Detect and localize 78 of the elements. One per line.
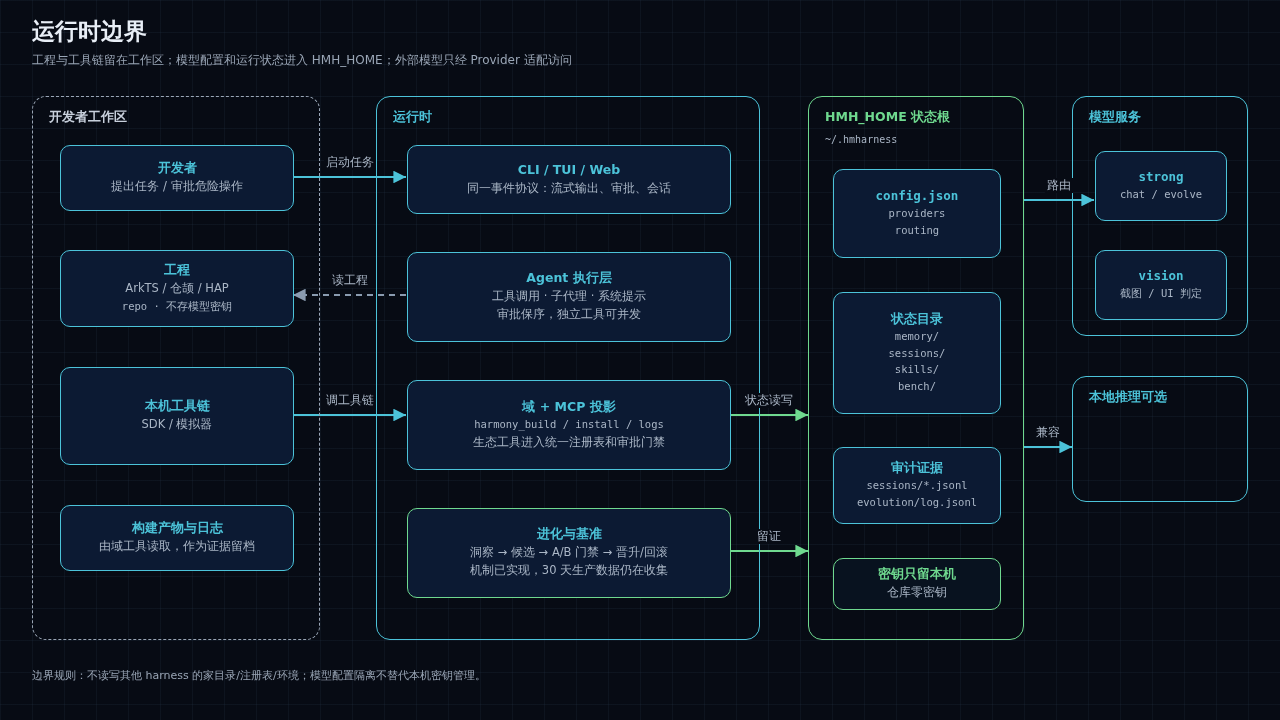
- node-description: skills/: [894, 362, 940, 378]
- process-box: [407, 145, 731, 214]
- node-description: 洞察 → 候选 → A/B 门禁 → 晋升/回滚: [470, 544, 668, 562]
- group-title: 开发者工作区: [49, 109, 127, 126]
- node-title: 开发者: [157, 160, 197, 178]
- edge-label: 兼容: [1034, 425, 1062, 440]
- process-box: [833, 169, 1001, 258]
- node-description: chat / evolve: [1119, 187, 1203, 203]
- arrow: [292, 170, 407, 184]
- diagram-title: 运行时边界: [32, 17, 147, 46]
- node-description: ArkTS / 仓颉 / HAP: [125, 280, 229, 298]
- node-description: 生态工具进入统一注册表和审批门禁: [473, 433, 665, 451]
- arrow: [729, 408, 809, 422]
- node-title: Agent 执行层: [526, 270, 612, 288]
- node-title: vision: [1138, 268, 1184, 286]
- group-title: 本地推理可选: [1089, 389, 1167, 406]
- arrow: [1023, 440, 1073, 454]
- group-title: 模型服务: [1089, 109, 1141, 126]
- node-title: 工程: [164, 262, 190, 280]
- group-title: HMH_HOME 状态根: [825, 109, 951, 126]
- node-title: strong: [1138, 169, 1184, 187]
- edge-label: 调工具链: [323, 393, 376, 408]
- node-description: 工具调用 · 子代理 · 系统提示: [492, 288, 646, 306]
- node-description: SDK / 模拟器: [141, 416, 213, 434]
- process-box: [60, 505, 294, 571]
- node-title: config.json: [875, 188, 959, 206]
- arrow: [292, 288, 407, 302]
- node-description: sessions/*.jsonl: [866, 478, 968, 494]
- edge-label: 状态读写: [743, 393, 795, 408]
- process-box: [833, 292, 1001, 414]
- node-description: evolution/log.jsonl: [856, 494, 978, 510]
- node-title: 状态目录: [891, 310, 943, 328]
- edge-label: 路由: [1045, 178, 1073, 193]
- node-description: 审批保序，独立工具可并发: [497, 306, 641, 324]
- node-title: 本机工具链: [144, 398, 210, 416]
- node-description: 截图 / UI 判定: [1120, 286, 1202, 302]
- group-panel: [1072, 376, 1248, 502]
- node-description: routing: [894, 222, 940, 238]
- node-description: 同一事件协议：流式输出、审批、会话: [467, 179, 671, 197]
- node-title: 域 + MCP 投影: [522, 398, 616, 416]
- process-box: [60, 145, 294, 211]
- process-box: [1095, 250, 1227, 320]
- node-description: 仓库零密钥: [887, 584, 947, 602]
- group-panel: [808, 96, 1024, 640]
- node-description: 机制已实现，30 天生产数据仍在收集: [469, 562, 669, 580]
- process-box: [60, 250, 294, 327]
- node-description: 提出任务 / 审批危险操作: [111, 178, 243, 196]
- process-box: [60, 367, 294, 465]
- edge-label: 启动任务: [323, 155, 376, 170]
- group-title: 运行时: [393, 109, 432, 126]
- node-description: memory/: [894, 328, 940, 344]
- process-box: [833, 558, 1001, 610]
- node-title: CLI / TUI / Web: [517, 161, 621, 179]
- node-title: 构建产物与日志: [131, 520, 223, 538]
- node-description: providers: [888, 206, 946, 222]
- node-description: sessions/: [888, 345, 946, 361]
- group-panel: [1072, 96, 1248, 336]
- arrow: [729, 544, 809, 558]
- node-description: bench/: [898, 379, 936, 395]
- process-box: [833, 447, 1001, 524]
- arrow: [292, 408, 407, 422]
- node-title: 密钥只留本机: [878, 566, 956, 584]
- node-description: harmony_build / install / logs: [474, 416, 664, 433]
- path-text: ~/.hmharness: [825, 132, 898, 147]
- edge-label: 留证: [755, 529, 783, 544]
- arrow: [1023, 193, 1095, 207]
- node-description: 由域工具读取，作为证据留档: [99, 538, 255, 556]
- footnote: 边界规则：不读写其他 harness 的家目录/注册表/环境；模型配置隔离不替代本机密钥管理。: [32, 668, 486, 683]
- node-description: repo · 不存模型密钥: [121, 298, 233, 314]
- process-box: [407, 380, 731, 470]
- group-panel: [32, 96, 320, 640]
- process-box: [1095, 151, 1227, 221]
- node-title: 进化与基准: [536, 526, 602, 544]
- edge-label: 读工程: [329, 273, 370, 288]
- subtitle: 工程与工具链留在工作区；模型配置和运行状态进入 HMH_HOME；外部模型只经 Provider 适配访问: [32, 52, 572, 69]
- process-box: [407, 508, 731, 598]
- process-box: [407, 252, 731, 342]
- node-title: 审计证据: [891, 460, 943, 478]
